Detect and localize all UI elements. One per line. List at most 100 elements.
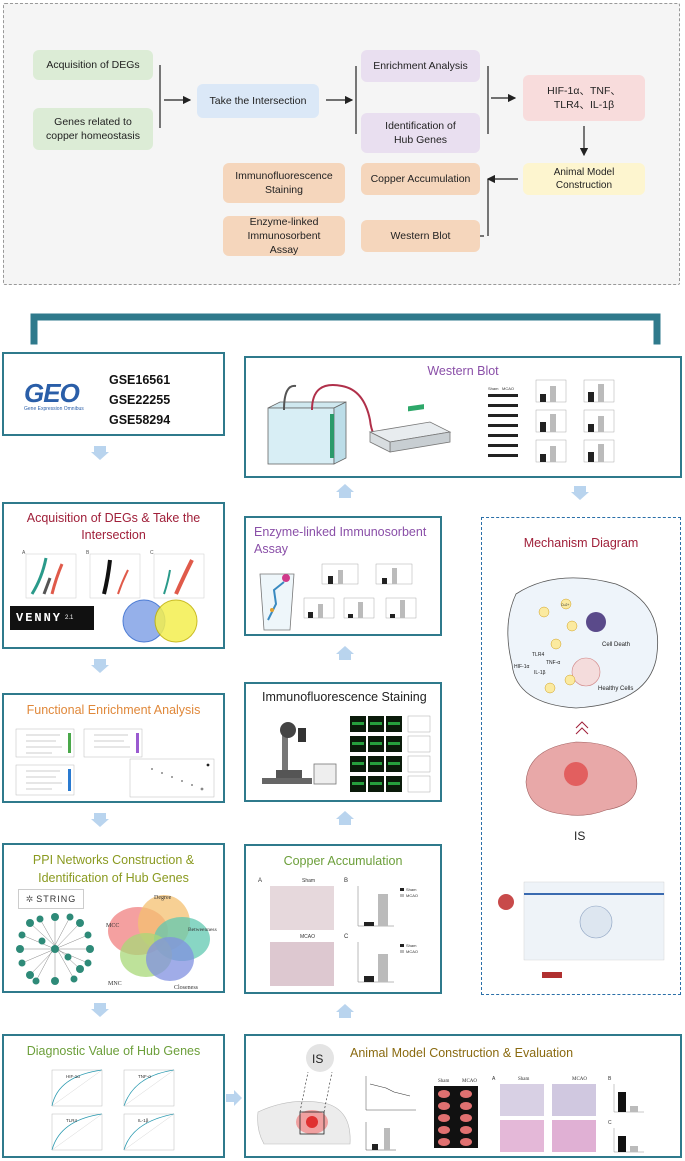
mechanism-is-label: IS (574, 829, 585, 843)
flowchart-connectors (159, 65, 589, 237)
elisa-title: Enzyme-linked Immunosorbent Assay (254, 525, 427, 556)
animal-mcao-label: MCAO (462, 1079, 477, 1084)
mechanism-healthy: Healthy Cells (598, 686, 633, 692)
venny-text: VENNY (16, 611, 63, 625)
immunofluorescence-label: Immunofluorescence Staining (235, 169, 333, 196)
elisa-box: Enzyme-linked Immunosorbent Assay (223, 216, 345, 256)
enrichment-label: Enrichment Analysis (373, 59, 468, 72)
geo-logo: GEO Gene Expression Omnibus (24, 380, 84, 412)
mechanism-panel: Mechanism Diagram Cell Death Healthy Cel… (481, 517, 681, 995)
dataset-gse58294: GSE58294 (109, 413, 171, 427)
copper-sham-label: Sham (302, 878, 315, 884)
intersection-box: Take the Intersection (197, 84, 319, 118)
animal-model-label: Animal Model Construction (553, 166, 615, 192)
animal-sham-label: Sham (438, 1079, 450, 1084)
down-arrow-icon (571, 486, 589, 500)
functional-panel: Functional Enrichment Analysis (2, 693, 225, 803)
animal-model-box: Animal Model Construction (523, 163, 645, 195)
elisa-panel: Enzyme-linked Immunosorbent Assay (244, 516, 442, 636)
copper-legend-mcao-c: MCAO (406, 949, 418, 954)
wb-header-mcao: MCAO (502, 386, 514, 391)
mechanism-tnf: TNF-α (546, 660, 560, 666)
acquisition-degs-box: Acquisition of DEGs (33, 50, 153, 80)
intersection-label: Take the Intersection (209, 94, 307, 107)
copper-panel: Copper Accumulation A Sham MCAO B C Sham… (244, 844, 442, 994)
mechanism-il1b: IL-1β (534, 670, 546, 676)
venn-label-betweenness: Betweenness (188, 927, 217, 933)
mechanism-cell-death: Cell Death (602, 642, 630, 648)
wb-header-sham: Sham (488, 386, 499, 391)
volcano-label-b: B (86, 550, 90, 556)
functional-title: Functional Enrichment Analysis (26, 703, 201, 717)
copper-accumulation-box: Copper Accumulation (361, 163, 480, 195)
venny-logo: VENNY 2.1 (10, 606, 94, 630)
roc-label-tnf: TNF-α (138, 1074, 151, 1079)
roc-label-tlr4: TLR4 (66, 1118, 78, 1123)
string-logo-text: STRING (36, 894, 77, 904)
dataset-gse22255: GSE22255 (109, 393, 171, 407)
hub-gene-venn: MCC Degree Betweenness MNC Closeness (106, 895, 217, 991)
ppi-title: PPI Networks Construction & Identificati… (32, 853, 195, 886)
copper-label-c: C (344, 934, 349, 940)
copper-accumulation-label: Copper Accumulation (370, 172, 471, 185)
animal-title: Animal Model Construction & Evaluation (350, 1046, 574, 1060)
copper-label-a: A (258, 878, 262, 884)
geo-logo-sub: Gene Expression Omnibus (24, 406, 84, 412)
genes-copper-box: Genes related to copper homeostasis (33, 108, 153, 150)
down-arrow-icon (91, 659, 109, 673)
animal-panel: Animal Model Construction & Evaluation I… (244, 1034, 682, 1158)
western-title: Western Blot (427, 364, 499, 378)
copper-legend-sham: Sham (406, 887, 417, 892)
geo-logo-text: GEO (24, 378, 80, 408)
animal-label-c: C (608, 1120, 612, 1126)
up-arrow-icon (336, 1004, 354, 1018)
hub-genes-box: Identification of Hub Genes (361, 113, 480, 153)
dataset-gse16561: GSE16561 (109, 373, 171, 387)
western-blot-label: Western Blot (390, 229, 451, 242)
mechanism-diagram: Cell Death Healthy Cells HIF-1α TLR4 IL-… (498, 577, 665, 978)
hub-list-box: HIF-1α、TNF、TLR4、IL-1β (523, 75, 645, 121)
copper-mcao-label: MCAO (300, 934, 315, 940)
animal-label-a: A (492, 1076, 496, 1082)
mechanism-ion: Cu2+ (561, 603, 569, 607)
copper-label-b: B (344, 878, 348, 884)
right-arrow-icon (226, 1090, 242, 1106)
copper-legend-mcao: MCAO (406, 893, 418, 898)
elisa-results (259, 563, 417, 631)
volcano-plots: A B C (22, 550, 205, 599)
up-arrow-icon (336, 646, 354, 660)
up-arrow-icon (336, 811, 354, 825)
if-title: Immunofluorescence Staining (262, 690, 427, 704)
if-panel: Immunofluorescence Staining (244, 682, 442, 802)
hub-list-label: HIF-1α、TNF、TLR4、IL-1β (547, 84, 621, 111)
mechanism-hif: HIF-1α (514, 664, 530, 670)
copper-results: A Sham MCAO B C Sham MCAO Sham MCAO (258, 878, 418, 986)
animal-is-label: IS (312, 1052, 323, 1066)
degs-title: Acquisition of DEGs & Take the Intersect… (26, 511, 201, 542)
ppi-network (16, 913, 94, 985)
western-blot-results: Sham MCAO (488, 379, 615, 463)
western-panel: Western Blot Sham MCAO (244, 356, 682, 478)
western-blot-box: Western Blot (361, 220, 480, 252)
intersection-venn (122, 599, 198, 643)
venn-label-closeness: Closeness (174, 985, 199, 991)
venn-label-degree: Degree (154, 895, 172, 901)
mechanism-tlr4: TLR4 (532, 652, 544, 658)
down-arrow-icon (91, 813, 109, 827)
hub-genes-label: Identification of Hub Genes (385, 119, 456, 146)
string-star-icon: ✲ (25, 893, 35, 904)
elisa-label: Enzyme-linked Immunosorbent Assay (247, 215, 321, 257)
animal-label-b: B (608, 1076, 612, 1082)
animal-he-sham-label: Sham (518, 1077, 530, 1082)
venn-label-mcc: MCC (106, 923, 119, 929)
down-arrow-icon (91, 1003, 109, 1017)
teal-bracket (30, 313, 661, 345)
animal-results: IS Sham MCAO A Sham MCAO B C (257, 1044, 644, 1153)
electrophoresis-apparatus (267, 384, 452, 465)
ppi-panel: PPI Networks Construction & Identificati… (2, 843, 225, 993)
venn-label-mnc: MNC (108, 981, 122, 987)
copper-legend-sham-c: Sham (406, 943, 417, 948)
geo-dataset-list: GSE16561 GSE22255 GSE58294 (109, 370, 170, 430)
enrichment-box: Enrichment Analysis (361, 50, 480, 82)
volcano-label-c: C (150, 550, 154, 556)
